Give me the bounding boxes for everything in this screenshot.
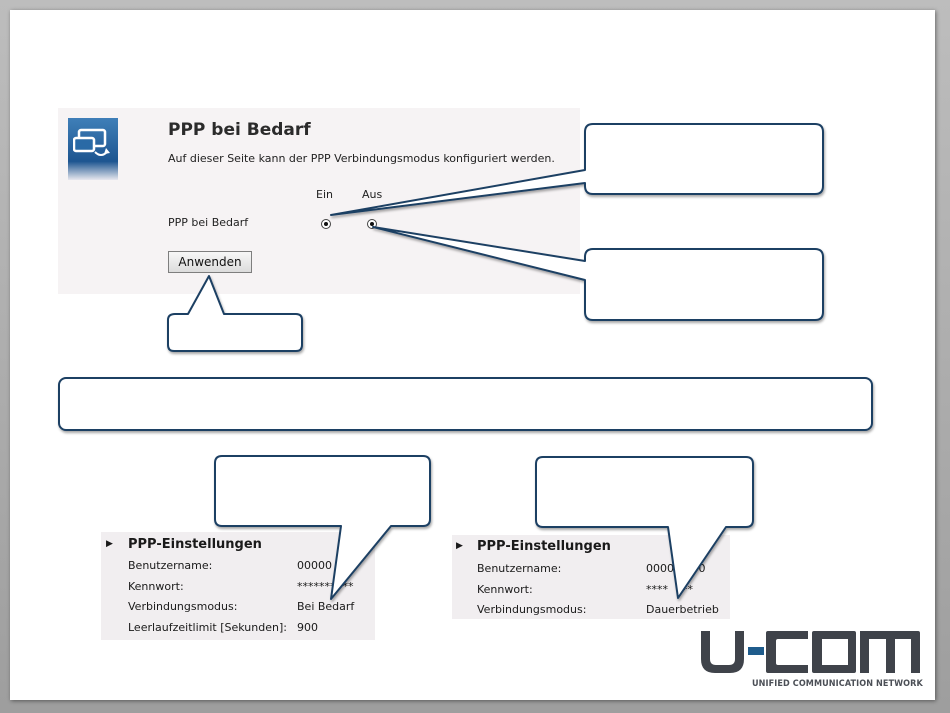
callout-layer — [58, 123, 873, 600]
page-title: PPP bei Bedarf — [168, 120, 311, 140]
callout-radio-off — [372, 226, 824, 321]
username-label: Benutzername: — [128, 559, 213, 572]
connection-mode-value: Bei Bedarf — [297, 600, 355, 613]
settings-title: PPP-Einstellungen — [477, 539, 611, 554]
column-label-on: Ein — [316, 188, 333, 201]
idle-timeout-label: Leerlaufzeitlimit [Sekunden]: — [128, 621, 287, 634]
apply-button[interactable]: Anwenden — [168, 251, 252, 273]
password-label: Kennwort: — [477, 583, 533, 596]
callout-radio-on — [330, 123, 824, 216]
connection-mode-label: Verbindungsmodus: — [128, 600, 238, 613]
logo-tagline: UNIFIED COMMUNICATION NETWORK — [752, 679, 923, 689]
slide: PPP bei Bedarf Auf dieser Seite kann der… — [10, 10, 935, 700]
password-value: **** ** — [646, 583, 693, 596]
settings-title: PPP-Einstellungen — [128, 537, 262, 552]
callout-apply-button — [167, 275, 303, 352]
radio-ppp-off[interactable] — [367, 219, 377, 229]
ppp-on-demand-label: PPP bei Bedarf — [168, 216, 249, 229]
idle-timeout-value: 900 — [297, 621, 318, 634]
callout-settings-right — [535, 456, 754, 599]
ppp-config-panel — [58, 108, 580, 294]
column-label-off: Aus — [362, 188, 383, 201]
expand-arrow-icon[interactable]: ▶ — [456, 541, 463, 551]
network-connection-icon — [68, 118, 118, 180]
username-label: Benutzername: — [477, 562, 562, 575]
ucom-logo — [701, 631, 920, 673]
ppp-settings-on-demand: ▶ PPP-Einstellungen Benutzername: 00000 … — [101, 532, 375, 640]
page-description: Auf dieser Seite kann der PPP Verbindung… — [168, 152, 555, 165]
callout-settings-left — [214, 455, 431, 600]
expand-arrow-icon[interactable]: ▶ — [106, 539, 113, 549]
connection-mode-value: Dauerbetrieb — [646, 603, 719, 616]
callout-banner — [58, 377, 873, 431]
password-value: ******* ** — [297, 580, 354, 593]
radio-ppp-on[interactable] — [321, 219, 331, 229]
connection-mode-label: Verbindungsmodus: — [477, 603, 587, 616]
password-label: Kennwort: — [128, 580, 184, 593]
